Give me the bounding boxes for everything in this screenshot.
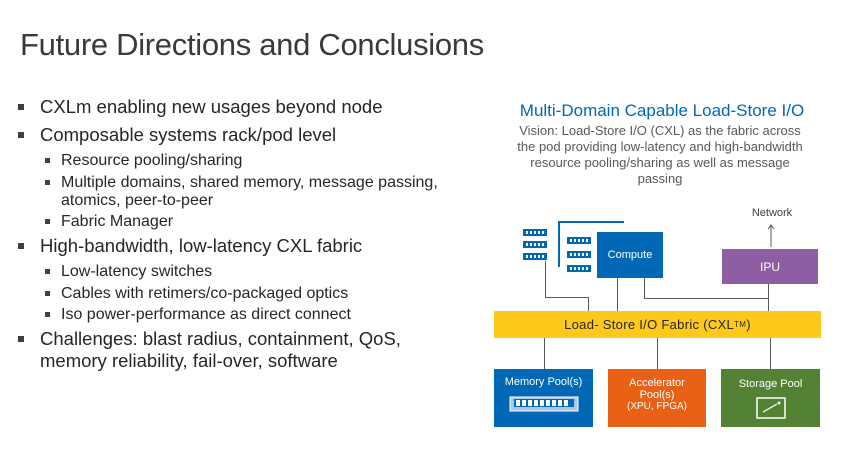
connector-line [588, 297, 589, 311]
connector-line [617, 278, 618, 311]
sub-bullet-item: Low-latency switches [14, 263, 464, 281]
sub-bullet-marker [45, 312, 50, 317]
bullet-item: High-bandwidth, low-latency CXL fabric [14, 235, 464, 257]
compute-frame-top [558, 221, 624, 223]
bullet-marker [18, 132, 24, 138]
accelerator-pool-block: Accelerator Pool(s) (XPU, FPGA) [608, 369, 706, 427]
accelerator-pool-sublabel: (XPU, FPGA) [626, 401, 687, 412]
fabric-label: Load- Store I/O Fabric (CXL [564, 317, 735, 332]
sub-bullet-item: Fabric Manager [14, 213, 464, 231]
connector-line [644, 278, 645, 299]
storage-pool-label: Storage Pool [738, 378, 803, 390]
bullet-item: Composable systems rack/pod level [14, 124, 464, 146]
bullet-text: High-bandwidth, low-latency CXL fabric [40, 235, 363, 256]
memory-pool-block: Memory Pool(s) [494, 369, 593, 427]
bullet-text: Challenges: blast radius, containment, Q… [40, 328, 401, 371]
bullet-item: Challenges: blast radius, containment, Q… [14, 328, 464, 372]
ipu-block: IPU [722, 249, 818, 284]
server-unit [566, 236, 592, 245]
bullet-text: Composable systems rack/pod level [40, 124, 337, 145]
sub-bullet-marker [45, 219, 50, 224]
sub-bullet-item: Cables with retimers/co-packaged optics [14, 285, 464, 303]
sub-bullet-marker [45, 269, 50, 274]
memory-pool-label: Memory Pool(s) [504, 376, 583, 388]
compute-frame-side [558, 221, 560, 267]
fabric-trademark: TM [734, 320, 747, 329]
sub-bullet-text: Resource pooling/sharing [61, 152, 243, 169]
storage-pool-block: Storage Pool [721, 369, 820, 427]
sub-bullet-list: Low-latency switches Cables with retimer… [14, 263, 464, 324]
sub-bullet-marker [45, 290, 50, 296]
sub-bullet-marker [45, 179, 50, 185]
sub-bullet-list: Resource pooling/sharing Multiple domain… [14, 152, 464, 231]
server-unit [522, 252, 548, 261]
connector-line [544, 338, 545, 369]
network-label: Network [751, 207, 793, 219]
server-unit [522, 228, 548, 237]
connector-line [770, 338, 771, 369]
arrow-up-icon [767, 224, 775, 247]
accelerator-pool-label: Accelerator Pool(s) [629, 377, 685, 401]
bullet-list: CXLm enabling new usages beyond node Com… [14, 96, 464, 378]
storage-drive-icon [755, 397, 786, 419]
server-unit [566, 264, 592, 273]
bullet-text: CXLm enabling new usages beyond node [40, 96, 383, 117]
slide-title: Future Directions and Conclusions [20, 27, 484, 62]
diagram-title: Multi-Domain Capable Load-Store I/O [519, 101, 805, 120]
bullet-marker [18, 243, 24, 249]
sub-bullet-text: Fabric Manager [61, 213, 174, 230]
fabric-label-close: ) [746, 317, 751, 332]
connector-line [644, 298, 769, 299]
sub-bullet-item: Iso power-performance as direct connect [14, 306, 464, 324]
connector-line [768, 284, 769, 311]
bullet-item: CXLm enabling new usages beyond node [14, 96, 464, 118]
sub-bullet-text: Low-latency switches [61, 263, 213, 280]
connector-line [657, 338, 658, 369]
connector-line [545, 297, 589, 298]
connector-line [545, 261, 546, 298]
sub-bullet-item: Multiple domains, shared memory, message… [14, 174, 464, 210]
bullet-marker [18, 104, 24, 110]
sub-bullet-text: Cables with retimers/co-packaged optics [61, 284, 349, 302]
server-unit [566, 250, 592, 259]
sub-bullet-text: Multiple domains, shared memory, message… [61, 173, 438, 209]
memory-module-icon [509, 396, 578, 412]
server-unit [522, 240, 548, 249]
sub-bullet-item: Resource pooling/sharing [14, 152, 464, 170]
compute-block: Compute [597, 232, 663, 278]
sub-bullet-text: Iso power-performance as direct connect [61, 306, 351, 323]
bullet-marker [18, 336, 24, 342]
sub-bullet-marker [45, 158, 50, 163]
diagram-vision-text: Vision: Load-Store I/O (CXL) as the fabr… [517, 123, 803, 186]
